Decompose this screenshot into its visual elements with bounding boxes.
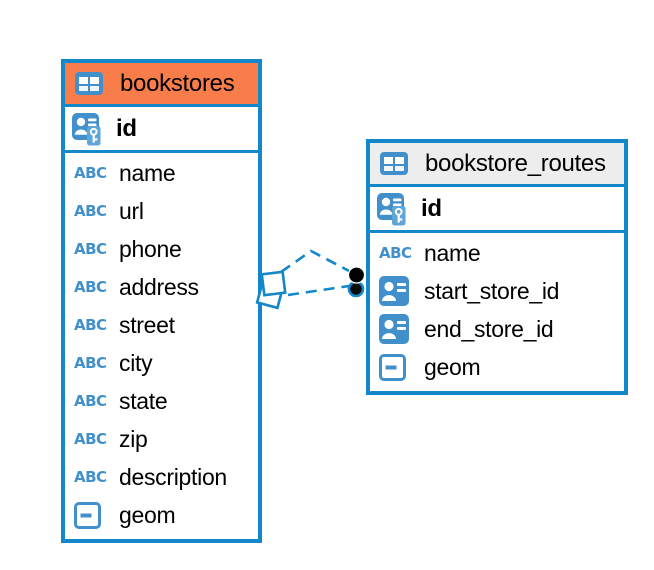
- column-row[interactable]: ABC street: [65, 306, 258, 344]
- column-label: geom: [424, 353, 481, 380]
- text-icon: ABC: [74, 315, 107, 334]
- column-row[interactable]: ABC address: [65, 268, 258, 306]
- column-label: geom: [119, 501, 176, 528]
- relationship-line-upper[interactable]: [280, 249, 352, 274]
- column-label: zip: [119, 425, 148, 452]
- target-anchor-dot-upper: [347, 266, 366, 284]
- column-row[interactable]: ABC zip: [65, 420, 258, 458]
- table-header[interactable]: bookstores: [65, 63, 258, 107]
- column-row[interactable]: start_store_id: [370, 272, 624, 310]
- column-label: url: [119, 197, 144, 224]
- column-label: address: [119, 273, 199, 300]
- source-anchor-square-front: [260, 270, 287, 297]
- table-title: bookstore_routes: [425, 149, 606, 177]
- column-row[interactable]: geom: [65, 496, 258, 534]
- reference-icon: [379, 314, 415, 344]
- column-row[interactable]: end_store_id: [370, 310, 624, 348]
- primary-key-row[interactable]: id: [65, 107, 258, 153]
- text-icon: ABC: [74, 239, 107, 258]
- column-row[interactable]: ABC name: [65, 154, 258, 192]
- table-icon: [380, 152, 416, 175]
- column-row[interactable]: ABC name: [370, 234, 624, 272]
- column-row[interactable]: ABC description: [65, 458, 258, 496]
- column-row[interactable]: ABC url: [65, 192, 258, 230]
- column-row[interactable]: ABC city: [65, 344, 258, 382]
- geometry-icon: [379, 353, 415, 381]
- table-icon: [75, 72, 111, 95]
- column-row[interactable]: geom: [370, 348, 624, 386]
- column-label: name: [424, 239, 481, 266]
- column-row[interactable]: ABC phone: [65, 230, 258, 268]
- reference-icon: [379, 276, 415, 306]
- column-label: name: [119, 159, 176, 186]
- table-title: bookstores: [120, 69, 235, 97]
- text-icon: ABC: [74, 201, 107, 220]
- column-label: city: [119, 349, 153, 376]
- relationship-line-lower[interactable]: [287, 284, 350, 297]
- primary-key-row[interactable]: id: [370, 187, 624, 233]
- text-icon: ABC: [74, 163, 107, 182]
- column-label: state: [119, 387, 168, 414]
- column-label: phone: [119, 235, 182, 262]
- column-label: start_store_id: [424, 277, 560, 304]
- text-icon: ABC: [74, 353, 107, 372]
- target-anchor-dot-lower: [347, 280, 365, 298]
- text-icon: ABC: [379, 243, 412, 262]
- table-bookstore-routes[interactable]: bookstore_routes id ABC name start_store_i…: [366, 139, 628, 395]
- primary-key-icon: [72, 112, 108, 146]
- column-row[interactable]: ABC state: [65, 382, 258, 420]
- text-icon: ABC: [74, 467, 107, 486]
- relationship-source-anchor[interactable]: [255, 270, 287, 310]
- column-label: end_store_id: [424, 315, 554, 342]
- primary-key-label: id: [116, 114, 137, 142]
- table-header[interactable]: bookstore_routes: [370, 143, 624, 187]
- text-icon: ABC: [74, 277, 107, 296]
- column-label: description: [119, 463, 227, 490]
- column-label: street: [119, 311, 175, 338]
- text-icon: ABC: [74, 429, 107, 448]
- primary-key-icon: [377, 192, 413, 226]
- relationship-target-anchor[interactable]: [347, 266, 366, 298]
- text-icon: ABC: [74, 391, 107, 410]
- primary-key-label: id: [421, 194, 442, 222]
- geometry-icon: [74, 501, 110, 529]
